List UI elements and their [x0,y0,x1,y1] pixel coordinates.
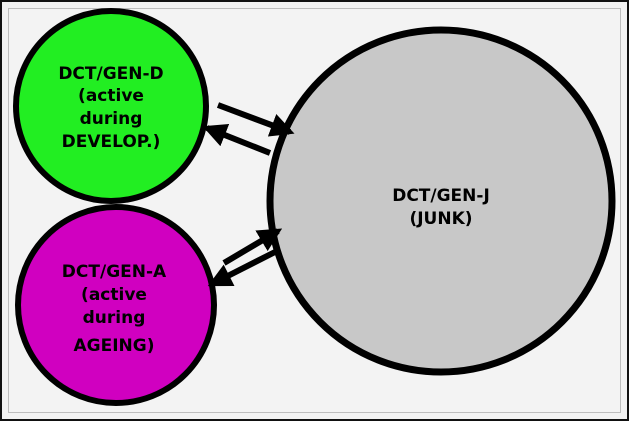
ageing-node-line-3: during [83,308,146,328]
develop-node-circle [13,8,209,204]
junk-node-line-2: (JUNK) [409,209,472,229]
ageing-to-junk-arrow [222,228,283,266]
junk-to-ageing-arrow [207,249,277,287]
ageing-node-line-1: DCT/GEN-A [62,262,167,282]
ageing-node-line-4: AGEING) [74,336,155,356]
develop-node-line-4: DEVELOP.) [62,132,161,152]
develop-to-junk-arrow [216,102,295,137]
ageing-node-line-2: (active [81,285,147,305]
junk-node-circle [266,26,616,376]
junk-node-line-1: DCT/GEN-J [392,186,490,206]
develop-node-line-1: DCT/GEN-D [58,64,163,84]
develop-node-line-2: (active [78,86,144,106]
junk-to-develop-arrow [202,123,272,156]
develop-node-line-3: during [80,109,143,129]
ageing-node-circle [15,204,217,406]
